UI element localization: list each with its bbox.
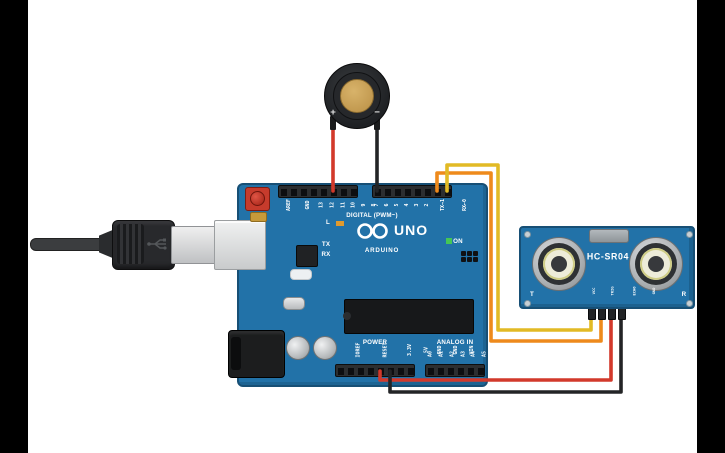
led-rx-label: RX <box>321 251 331 258</box>
pin-label-a2: A2 <box>449 351 455 357</box>
pin-label-6: 6 <box>384 203 390 207</box>
pin-label-12: 12 <box>329 202 335 208</box>
pin-label-a3: A3 <box>460 351 466 357</box>
analog-header[interactable] <box>425 364 485 377</box>
pin-label-11: 11 <box>340 202 346 208</box>
analog-pin-labels: A0 A1 A2 A3 A4 A5 <box>425 346 490 362</box>
sensor-mount-hole <box>524 300 531 307</box>
ultrasonic-receiver <box>629 237 683 291</box>
power-header-label: POWER <box>362 339 388 346</box>
pin-label-13: 13 <box>318 202 325 208</box>
arduino-brand-text: ARDUINO <box>364 247 400 254</box>
led-tx-label: TX <box>321 241 331 248</box>
digital-pin-labels-right: 7 6 5 4 3 2 TX→1 RX←0 <box>372 197 475 213</box>
sensor-pin-label-trig: TRIG <box>611 286 616 296</box>
sensor-pin-label-vcc: VCC <box>592 287 597 295</box>
digital-header-label: DIGITAL (PWM~) <box>346 212 398 219</box>
ultrasonic-transmitter <box>532 237 586 291</box>
pin-label-rx0: RX←0 <box>461 199 468 211</box>
arduino-infinity-logo-icon <box>357 223 388 239</box>
sensor-pin-label-echo: ECHO <box>632 286 637 296</box>
usb-trident-icon <box>147 238 167 250</box>
buzzer-minus-sign: − <box>374 106 380 118</box>
pin-label-aref: AREF <box>286 199 292 211</box>
pin-label-a4: A4 <box>471 351 477 357</box>
sensor-receive-mark: R <box>681 291 687 298</box>
usb-cable-cord[interactable] <box>30 238 108 251</box>
right-letterbox <box>697 0 725 453</box>
led-on-label: ON <box>453 238 463 245</box>
pin-label-tx1: TX→1 <box>440 199 446 211</box>
reset-button[interactable] <box>245 187 270 211</box>
buzzer-body[interactable] <box>324 63 390 129</box>
pin-label-2: 2 <box>424 203 430 207</box>
power-jack-opening <box>231 337 241 370</box>
capacitor-right <box>313 336 337 360</box>
crystal-oscillator <box>283 297 305 310</box>
pin-label-3v3: 3.3V <box>407 344 413 356</box>
power-header[interactable] <box>335 364 415 377</box>
usb-cable-strain-relief <box>99 229 115 259</box>
icsp-header[interactable] <box>461 251 478 262</box>
usb-interface-chip <box>296 245 318 267</box>
sensor-crystal-oscillator <box>589 229 629 243</box>
atmega-microcontroller-chip <box>343 299 474 334</box>
pin-label-a1: A1 <box>438 351 445 357</box>
arduino-power-jack <box>228 330 285 378</box>
pin-label-9: 9 <box>361 203 368 207</box>
arduino-usb-port <box>214 220 266 270</box>
sensor-title: HC-SR04 <box>586 252 630 262</box>
led-on-indicator <box>446 238 452 244</box>
pin-label-7: 7 <box>374 203 380 207</box>
sensor-pin-labels: VCC TRIG ECHO GND <box>586 283 662 299</box>
pin-label-3: 3 <box>414 203 420 207</box>
pin-label-4: 4 <box>404 203 410 207</box>
sensor-mount-hole <box>686 231 693 238</box>
buzzer-negative-terminal[interactable] <box>374 116 380 130</box>
digital-header-left[interactable] <box>278 185 358 198</box>
pin-label-5: 5 <box>394 203 400 207</box>
left-letterbox <box>0 0 28 453</box>
chip-notch <box>343 312 351 320</box>
buzzer-positive-terminal[interactable] <box>330 116 336 130</box>
digital-pin-labels-left: AREF GND 13 12 11 10 9 8 <box>278 197 379 213</box>
reset-button-cap <box>250 191 265 206</box>
sensor-mount-hole <box>686 300 693 307</box>
resonator-component <box>290 269 312 280</box>
pin-label-gnd: GND <box>305 200 311 210</box>
sensor-pin-label-gnd: GND <box>651 287 656 295</box>
buzzer-plus-sign: + <box>330 106 336 118</box>
usb-plug-grip-ribs <box>117 224 144 264</box>
led-l-label: L <box>326 219 330 226</box>
uno-logo-text: UNO <box>394 222 429 238</box>
polyfuse-component <box>250 212 267 222</box>
led-l-indicator <box>336 221 344 226</box>
pin-label-10: 10 <box>351 202 357 208</box>
pin-label-a0: A0 <box>427 351 434 357</box>
buzzer-piezo-disc <box>340 79 374 113</box>
pin-label-a5: A5 <box>481 351 488 357</box>
sensor-mount-hole <box>524 231 531 238</box>
analog-header-label: ANALOG IN <box>436 339 474 346</box>
sensor-transmit-mark: T <box>530 291 534 298</box>
usb-plug-metal-sleeve <box>171 226 219 264</box>
capacitor-left <box>286 336 310 360</box>
